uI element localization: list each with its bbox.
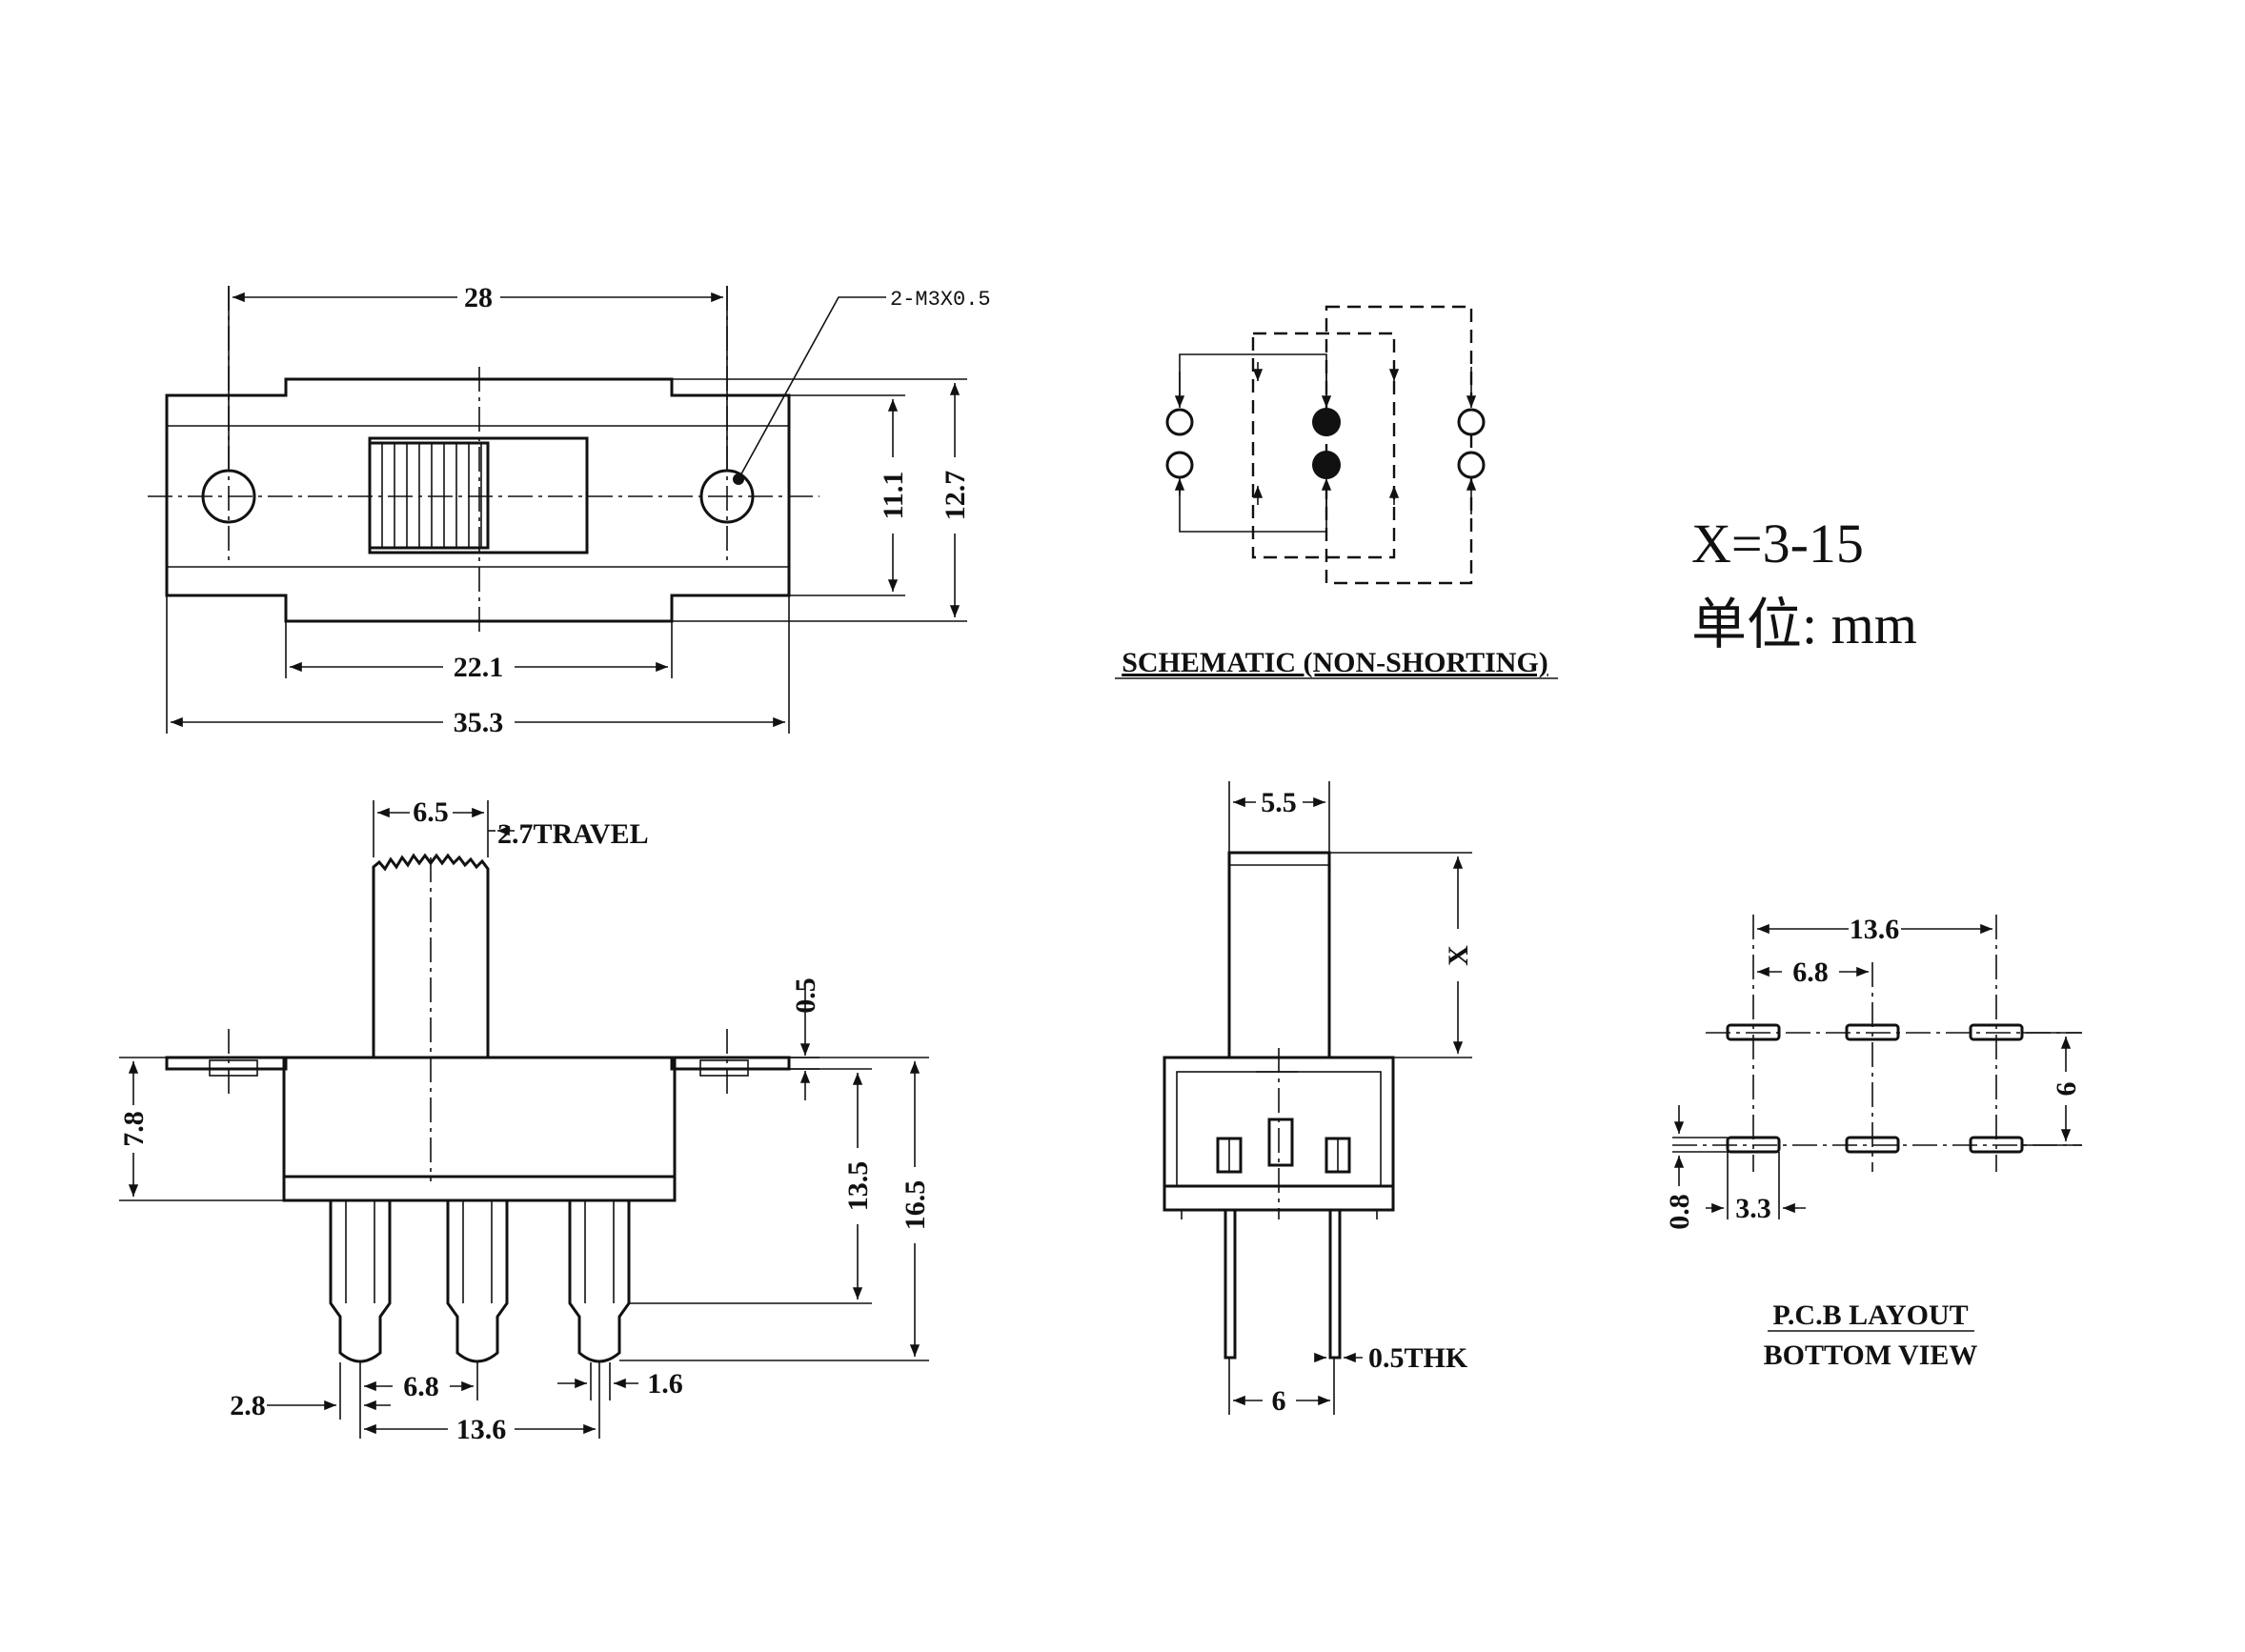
side-pin-right xyxy=(1328,1208,1342,1360)
unit-note: 单位: mm xyxy=(1691,594,1917,655)
dim-pin-width: 1.6 xyxy=(647,1368,683,1400)
terminal-common-top xyxy=(1312,408,1341,436)
dim-side-actuator: 5.5 xyxy=(1261,787,1297,818)
pcb-slots xyxy=(1726,1023,2024,1154)
mount-hole-right xyxy=(699,469,755,524)
pcb-dim-pitch: 6.8 xyxy=(1792,957,1829,988)
dim-pitch: 6.8 xyxy=(403,1371,439,1402)
pcb-dim-slot-length: 3.3 xyxy=(1735,1193,1771,1224)
dim-actuator-width: 6.5 xyxy=(413,796,449,828)
terminal-left-bottom xyxy=(1165,451,1194,479)
terminal-right-bottom xyxy=(1457,451,1486,479)
dim-terminal-16-5: 16.5 xyxy=(900,1180,931,1231)
dim-inner-height: 11.1 xyxy=(878,472,909,520)
dim-outer-height: 12.7 xyxy=(940,471,971,521)
side-pin-left xyxy=(1224,1208,1237,1360)
schematic-title: SCHEMATIC (NON-SHORTING) xyxy=(1122,647,1548,678)
dim-terminal-width: 2.8 xyxy=(230,1390,266,1421)
dim-body-width: 22.1 xyxy=(454,652,504,683)
dim-span: 13.6 xyxy=(456,1414,507,1445)
switch-body xyxy=(282,1056,677,1202)
switch-position-2 xyxy=(1325,305,1473,585)
mount-hole-left xyxy=(201,469,256,524)
terminal-left-top xyxy=(1165,408,1194,436)
dim-mount-pitch: 28 xyxy=(464,282,493,313)
dim-flange: 0.5 xyxy=(790,977,821,1014)
flange-right xyxy=(670,1056,791,1071)
pcb-dim-span: 13.6 xyxy=(1850,914,1900,945)
front-view: 6.5 2.7TRAVEL 0.5 7.8 13.5 16.5 2.8 xyxy=(118,796,931,1445)
actuator-grip xyxy=(368,441,490,550)
terminals xyxy=(329,1200,631,1363)
side-view: 5.5 X 0.5THK 6 xyxy=(1163,781,1474,1417)
dim-thickness: 0.5THK xyxy=(1368,1342,1468,1374)
x-range-note: X=3-15 xyxy=(1691,513,1864,574)
dim-x: X xyxy=(1443,945,1474,966)
dim-body-height: 7.8 xyxy=(118,1111,150,1147)
notes: X=3-15 单位: mm xyxy=(1691,513,1917,655)
screw-label: 2-M3X0.5 xyxy=(890,288,991,312)
flange-left xyxy=(165,1056,288,1071)
pcb-dim-row-spacing: 6 xyxy=(2051,1082,2082,1097)
pcb-title-line2: BOTTOM VIEW xyxy=(1764,1340,1978,1371)
top-view: 28 22.1 35.3 11.1 12.7 2-M3X0.5 xyxy=(148,282,991,738)
side-actuator xyxy=(1227,851,1331,1059)
pcb-title-line1: P.C.B LAYOUT xyxy=(1772,1299,1968,1331)
terminal-right-top xyxy=(1457,408,1486,436)
pcb-dim-slot-width: 0.8 xyxy=(1664,1194,1695,1230)
dim-terminal-13-5: 13.5 xyxy=(842,1161,874,1212)
dim-travel: 2.7TRAVEL xyxy=(497,818,649,850)
dim-overall: 35.3 xyxy=(454,707,504,738)
slide-window xyxy=(368,436,589,554)
schematic: SCHEMATIC (NON-SHORTING) xyxy=(1115,305,1558,679)
terminal-common-bottom xyxy=(1312,451,1341,479)
switch-position-1 xyxy=(1251,332,1396,559)
dim-pin-spacing: 6 xyxy=(1272,1385,1286,1417)
pcb-layout: 13.6 6.8 6 0.8 3.3 P.C.B LAYOUT BOTTOM V… xyxy=(1664,914,2082,1371)
